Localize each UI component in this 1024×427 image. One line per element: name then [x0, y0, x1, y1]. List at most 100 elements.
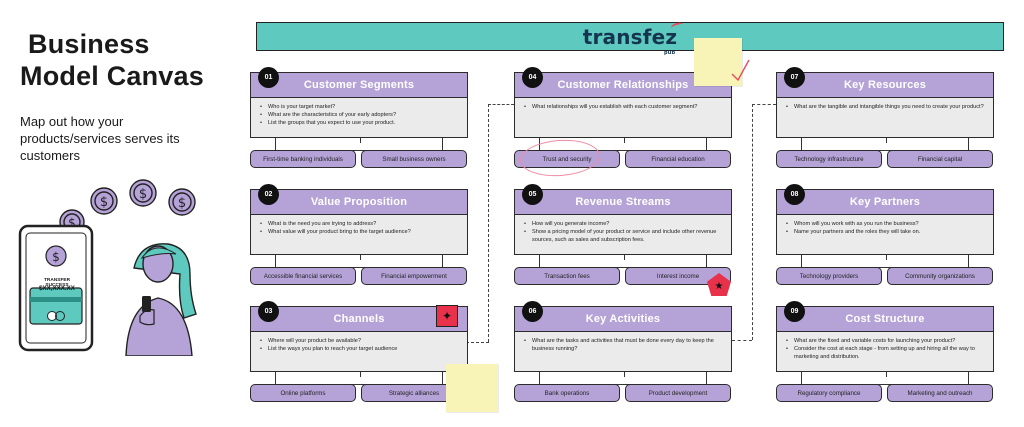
question-item: List the ways you plan to reach your tar…: [260, 345, 458, 353]
block-number: 07: [784, 67, 805, 88]
block-key-activities: 06 Key Activities What are the tasks and…: [514, 301, 732, 402]
block-body: Who is your target market? What are the …: [250, 98, 468, 138]
answer-pill: Technology providers: [776, 267, 882, 285]
question-item: Whom will you work with as you run the b…: [786, 220, 984, 228]
block-body: Whom will you work with as you run the b…: [776, 215, 994, 255]
question-item: What are the tasks and activities that m…: [524, 337, 722, 353]
title-line-2: Model Canvas: [20, 61, 204, 91]
block-body: What relationships will you establish wi…: [514, 98, 732, 138]
block-body: Where will your product be available? Li…: [250, 332, 468, 372]
bracket-connector: [801, 138, 969, 151]
block-header: 09 Cost Structure: [776, 301, 994, 332]
answer-pill: Product development: [625, 384, 731, 402]
block-title: Key Partners: [849, 196, 921, 208]
answer-pill: Financial empowerment: [361, 267, 467, 285]
question-item: How will you generate income?: [524, 220, 722, 228]
block-header: 07 Key Resources: [776, 67, 994, 98]
block-customer-relationships: 04 Customer Relationships What relations…: [514, 67, 732, 168]
sticky-note: [694, 38, 742, 86]
fintech-illustration: $ $ $ $ $ TRANSFER SUCCESS $XX,XXX.XX: [14, 176, 214, 361]
block-body: What is the need you are trying to addre…: [250, 215, 468, 255]
svg-text:$: $: [52, 250, 60, 264]
transfer-success-label: TRANSFER SUCCESS: [43, 278, 71, 288]
question-item: Who is your target market?: [260, 103, 458, 111]
question-item: What are the characteristics of your ear…: [260, 111, 458, 119]
block-title: Cost Structure: [845, 313, 925, 325]
block-title: Channels: [333, 313, 385, 325]
block-key-resources: 07 Key Resources What are the tangible a…: [776, 67, 994, 168]
question-item: What are the tangible and intangible thi…: [786, 103, 984, 111]
question-item: What relationships will you establish wi…: [524, 103, 722, 111]
svg-text:$: $: [68, 216, 76, 230]
block-header: 03 Channels: [250, 301, 468, 332]
block-header: 01 Customer Segments: [250, 67, 468, 98]
title-line-1: Business: [28, 29, 150, 59]
answer-pill: Interest income: [625, 267, 731, 285]
answer-pill: Financial education: [625, 150, 731, 168]
question-item: What is the need you are trying to addre…: [260, 220, 458, 228]
answer-pill: Regulatory compliance: [776, 384, 882, 402]
answer-pill: First-time banking individuals: [250, 150, 356, 168]
question-item: What value will your product bring to th…: [260, 228, 458, 236]
block-title: Revenue Streams: [575, 196, 671, 208]
answer-pill: Accessible financial services: [250, 267, 356, 285]
svg-text:$: $: [178, 196, 186, 211]
svg-text:$: $: [139, 187, 147, 202]
dashed-connector: [466, 342, 489, 343]
bracket-connector: [539, 138, 707, 151]
block-customer-segments: 01 Customer Segments Who is your target …: [250, 67, 468, 168]
bracket-connector: [539, 255, 707, 268]
block-number: 05: [522, 184, 543, 205]
page-subtitle: Map out how your products/services serve…: [20, 114, 180, 163]
answer-pill: Online platforms: [250, 384, 356, 402]
answer-pill: Bank operations: [514, 384, 620, 402]
answer-pill: Small business owners: [361, 150, 467, 168]
answer-pill: Technology infrastructure: [776, 150, 882, 168]
block-number: 01: [258, 67, 279, 88]
page-title: Business Model Canvas: [20, 28, 204, 92]
bracket-connector: [801, 255, 969, 268]
brand-logo: transfez pub: [582, 20, 684, 56]
brand-name: transfez: [582, 24, 678, 49]
block-number: 02: [258, 184, 279, 205]
bracket-connector: [801, 372, 969, 385]
question-item: Show a pricing model of your product or …: [524, 228, 722, 244]
block-title: Key Resources: [843, 79, 927, 91]
block-body: What are the tangible and intangible thi…: [776, 98, 994, 138]
block-title: Key Activities: [585, 313, 661, 325]
block-header: 02 Value Proposition: [250, 184, 468, 215]
star-flag-icon: ✦: [436, 305, 458, 327]
block-body: How will you generate income? Show a pri…: [514, 215, 732, 255]
star-badge-icon: ★: [707, 273, 731, 296]
block-number: 06: [522, 301, 543, 322]
bracket-connector: [275, 255, 443, 268]
brand-swoosh-icon: [670, 20, 684, 31]
dashed-connector: [752, 104, 753, 340]
sticky-note: [446, 364, 498, 412]
block-title: Value Proposition: [310, 196, 408, 208]
block-number: 04: [522, 67, 543, 88]
block-cost-structure: 09 Cost Structure What are the fixed and…: [776, 301, 994, 402]
answer-pill: Trust and security: [514, 150, 620, 168]
dashed-connector: [752, 104, 776, 105]
block-number: 03: [258, 301, 279, 322]
block-title: Customer Segments: [303, 79, 415, 91]
bracket-connector: [275, 372, 443, 385]
phone-woman-illustration: $ $ $ $ $: [18, 179, 197, 357]
block-header: 05 Revenue Streams: [514, 184, 732, 215]
block-value-proposition: 02 Value Proposition What is the need yo…: [250, 184, 468, 285]
block-number: 08: [784, 184, 805, 205]
block-body: What are the tasks and activities that m…: [514, 332, 732, 372]
block-number: 09: [784, 301, 805, 322]
bracket-connector: [275, 138, 443, 151]
checkmark-icon: [731, 59, 750, 82]
block-title: Customer Relationships: [557, 79, 689, 91]
bracket-connector: [539, 372, 707, 385]
brand-sub: pub: [663, 49, 676, 56]
svg-text:$: $: [100, 195, 108, 210]
question-item: List the groups that you expect to use y…: [260, 119, 458, 127]
block-header: 08 Key Partners: [776, 184, 994, 215]
block-key-partners: 08 Key Partners Whom will you work with …: [776, 184, 994, 285]
block-header: 06 Key Activities: [514, 301, 732, 332]
block-channels: 03 Channels Where will your product be a…: [250, 301, 468, 402]
